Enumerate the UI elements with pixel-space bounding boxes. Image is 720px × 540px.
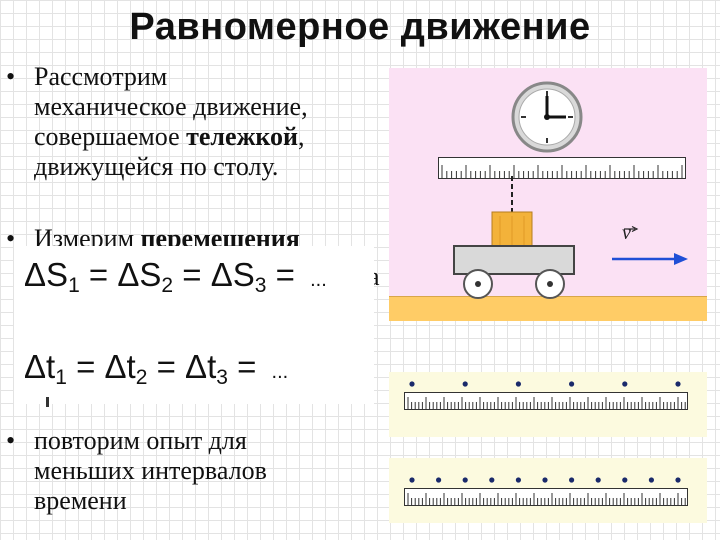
equals-sign: = [227,348,266,385]
bullet-line: Рассмотрим [34,62,168,91]
tape-dot [675,381,681,387]
tape-dot [462,477,468,483]
tape-dot [675,477,681,483]
vector-overbar [624,225,639,233]
delta-symbol: ΔS [117,256,162,293]
bullet-line: времени [34,486,127,515]
tape-dot [409,381,415,387]
delta-symbol: ΔS [24,256,69,293]
subscript: 2 [135,366,148,389]
bullet-dot: • [6,62,16,91]
tape-dot [542,477,548,483]
subscript: 1 [68,274,80,297]
delta-symbol: ΔS [210,256,255,293]
equals-sign: = [173,256,211,293]
bullet-line: совершаемое тележкой, [34,122,389,152]
tape-dot [462,381,468,387]
ticker-tape-ruler [404,381,688,410]
velocity-symbol: v [622,222,631,244]
subscript: 1 [55,366,67,389]
tape-dot [622,477,628,483]
cart-icon [453,211,575,299]
bullet-dot: • [6,426,16,455]
displacement-formula: ΔS1 = ΔS2 = ΔS3 = ... [24,256,327,298]
delta-symbol: Δt [104,348,136,385]
bullet-line: повторим опыт для [34,426,247,455]
text-run: , [298,122,305,151]
bullet-text: Рассмотрим механическое движение, соверш… [34,62,389,182]
tape-dot [409,477,415,483]
ellipsis: ... [310,269,327,291]
subscript: 3 [216,366,228,389]
bullet-line: меньших интервалов [34,456,267,485]
tape-dot [515,381,521,387]
ellipsis: ... [271,361,289,383]
ruler-icon [438,157,686,179]
bullet-line: механическое движение, [34,92,308,121]
equals-sign: = [79,256,118,293]
tape-dot [489,477,495,483]
bold-term: тележкой [186,122,299,151]
time-formula: Δt1 = Δt2 = Δt3 = ... [24,348,288,390]
bullet-text: повторим опыт для меньших интервалов вре… [34,426,389,516]
tape-dot [436,477,442,483]
pointer-line [511,176,513,216]
tape-dot [569,381,575,387]
slide-title: Равномерное движение [129,6,591,48]
clock-icon [511,81,583,153]
equals-sign: = [147,348,186,385]
bullet-dot: • [6,224,16,253]
delta-symbol: Δt [24,348,56,385]
tape-dot [622,381,628,387]
tape-dot [648,477,654,483]
tape-dot [515,477,521,483]
subscript: 2 [161,274,174,297]
ticker-tape-ruler [404,477,688,506]
bullet-line: движущейся по столу. [34,152,279,181]
equals-sign: = [266,256,305,293]
text-run: совершаемое [34,122,187,151]
equals-sign: = [66,348,105,385]
formula-image: ΔS1 = ΔS2 = ΔS3 = ... Δt1 = Δt2 = Δt3 = … [14,246,374,404]
subscript: 3 [254,274,267,297]
delta-symbol: Δt [185,348,217,385]
text-remnant [46,397,49,407]
tape-dot [595,477,601,483]
tape-dot [569,477,575,483]
velocity-arrow-icon [612,253,688,265]
